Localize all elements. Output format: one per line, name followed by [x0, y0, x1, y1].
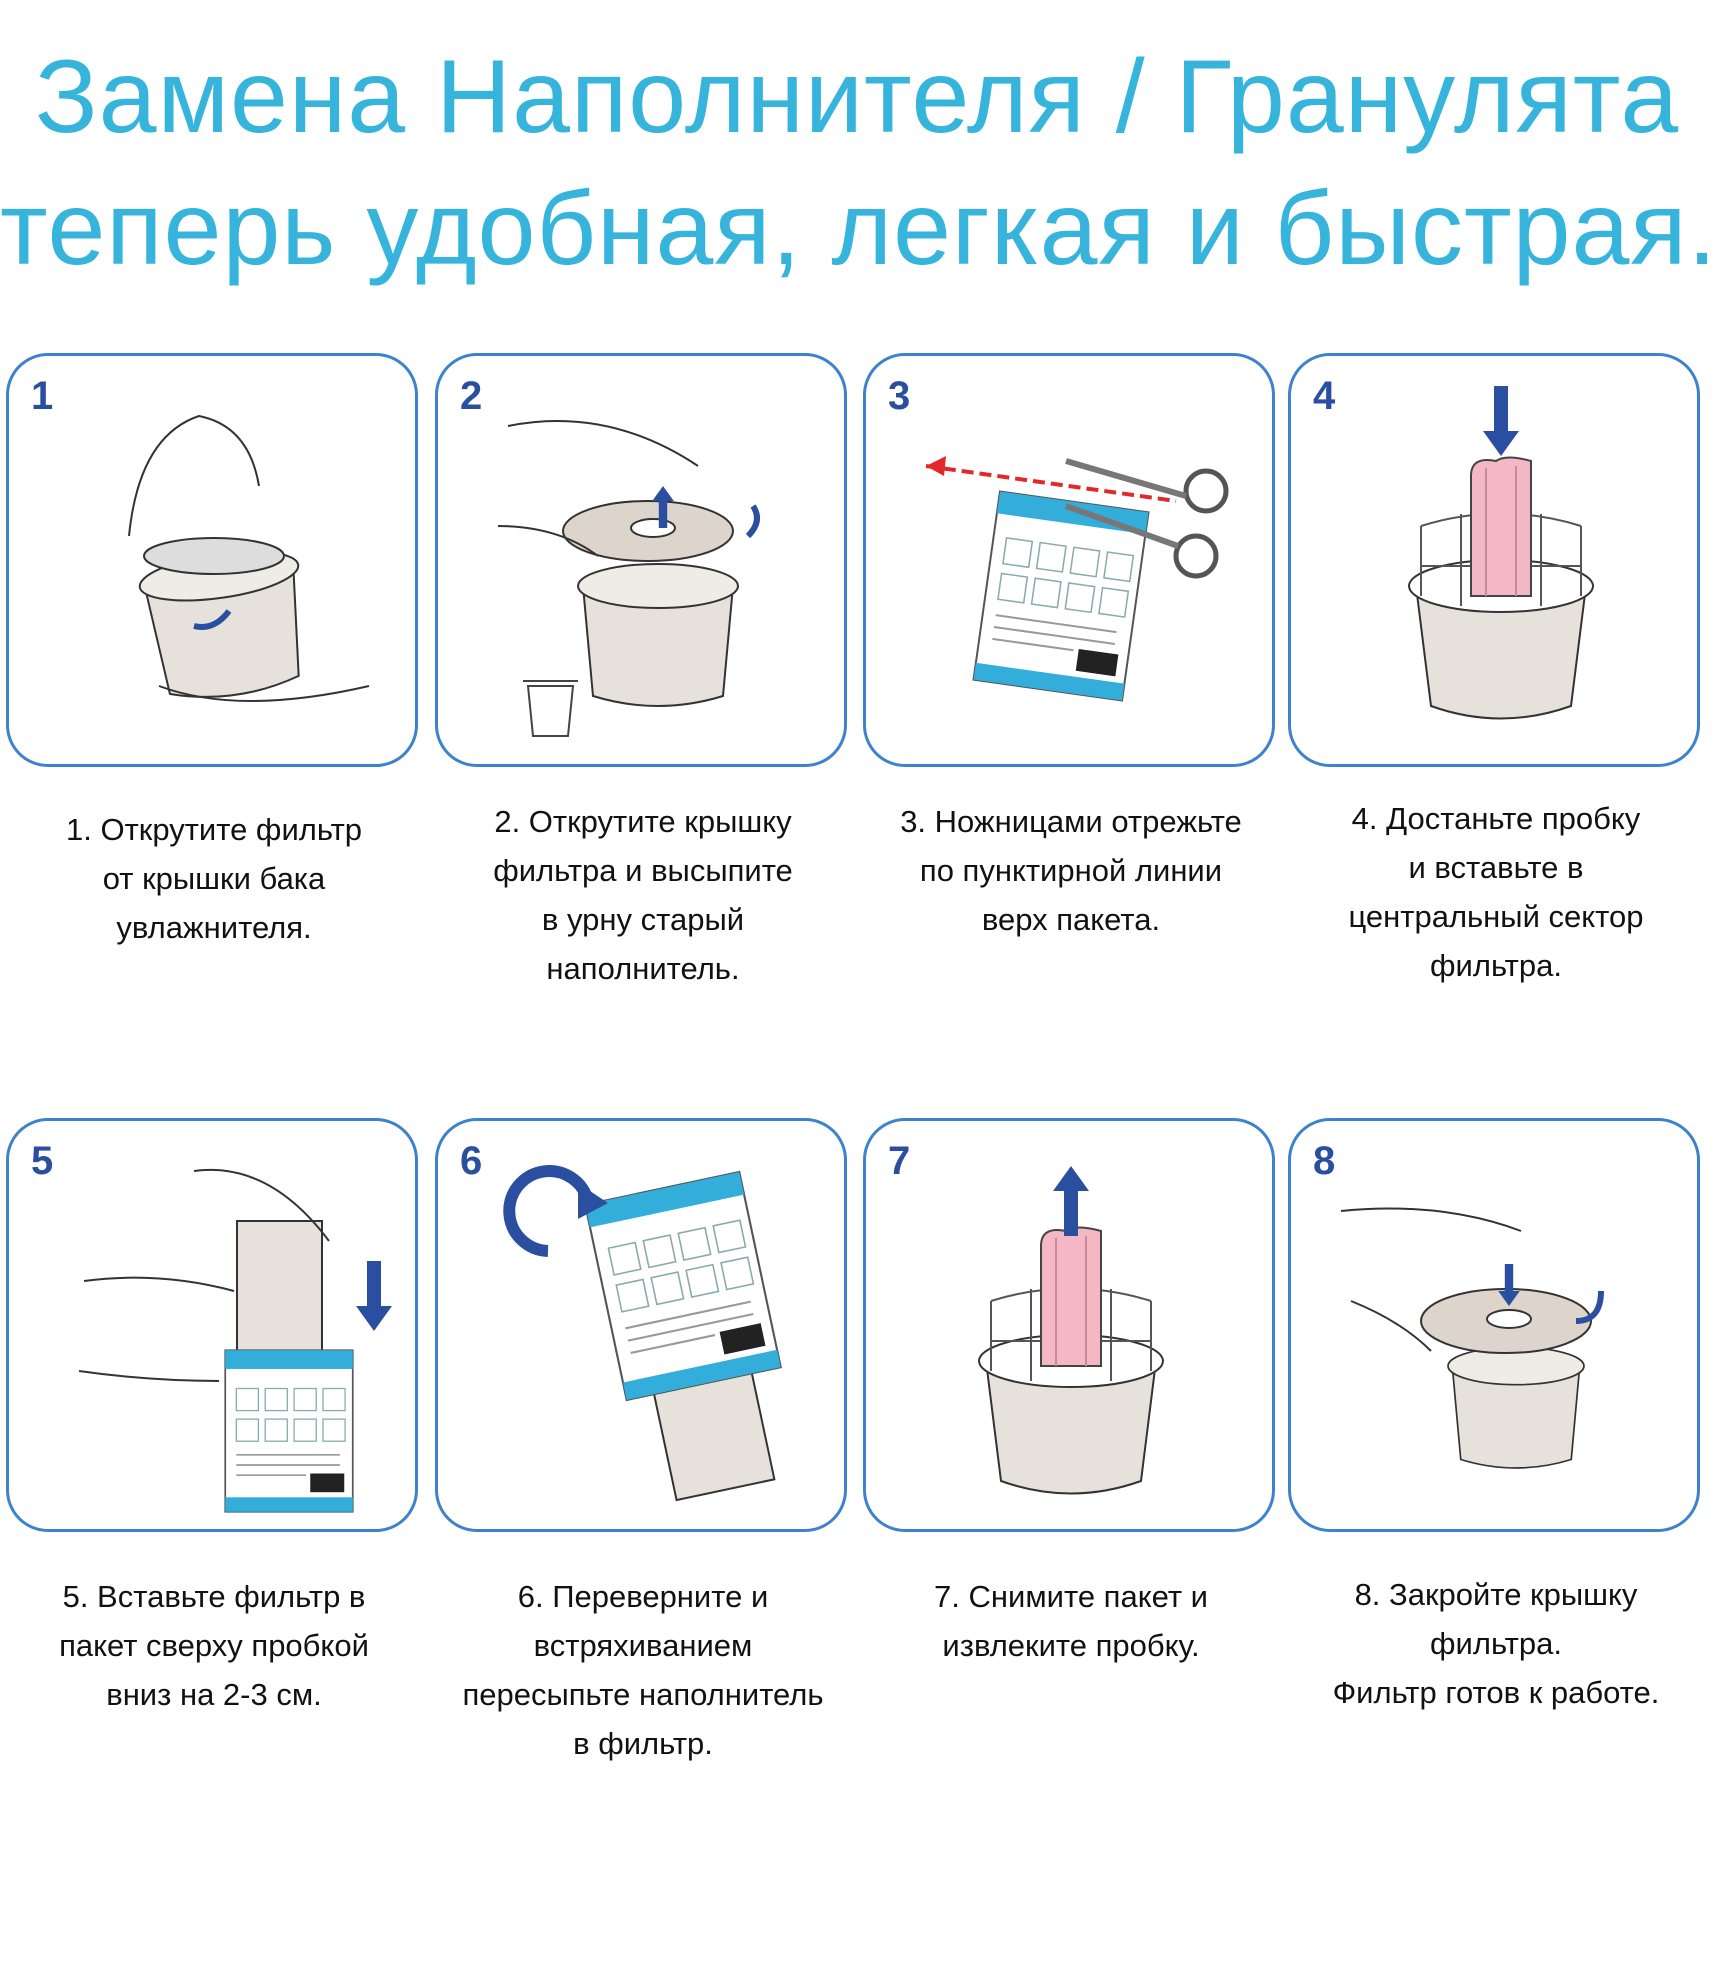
step-6-illustration: 6: [435, 1118, 847, 1532]
caption-line: 2. Открутите крышку: [494, 804, 792, 839]
step-7-illustration: 7: [863, 1118, 1275, 1532]
step-1-illustration: 1: [6, 353, 418, 767]
insert-plug-icon: [1408, 386, 1594, 720]
caption-line: 3. Ножницами отрежьте: [900, 804, 1242, 839]
caption-line: 8. Закройте крышку: [1354, 1577, 1638, 1612]
insert-filter-into-bag-icon: [78, 1168, 392, 1513]
step-5-illustration: 5: [6, 1118, 418, 1532]
caption-line: увлажнителя.: [116, 910, 312, 945]
caption-line: 1. Открутите фильтр: [65, 812, 363, 847]
caption-line: в фильтр.: [573, 1726, 713, 1761]
caption-line: в урну старый: [541, 902, 745, 937]
step-8-caption: 8. Закройте крышку фильтра. Фильтр готов…: [1286, 1570, 1706, 1717]
page-title-line-1: Замена Наполнителя / Гранулята: [34, 39, 1680, 155]
step-3-illustration: 3: [863, 353, 1275, 767]
caption-line: 5. Вставьте фильтр в: [62, 1579, 366, 1614]
caption-line: 7. Снимите пакет и: [934, 1579, 1208, 1614]
step-number: 8: [1313, 1139, 1336, 1183]
page-title-line-2: теперь удобная, легкая и быстрая.: [0, 171, 1714, 287]
caption-line: и вставьте в: [1408, 850, 1584, 885]
caption-line: пересыпьте наполнитель: [462, 1677, 824, 1712]
cut-bag-icon: [925, 456, 1229, 702]
remove-plug-icon: [978, 1166, 1164, 1495]
caption-line: наполнитель.: [546, 951, 740, 986]
step-7-caption: 7. Снимите пакет и извлеките пробку.: [861, 1572, 1281, 1670]
step-number: 4: [1313, 374, 1336, 418]
caption-line: вниз на 2-3 см.: [106, 1677, 322, 1712]
caption-line: центральный сектор: [1348, 899, 1644, 934]
remove-lid-icon: [497, 420, 760, 737]
caption-line: встряхиванием: [533, 1628, 753, 1663]
step-1-caption: 1. Открутите фильтр от крышки бака увлаж…: [4, 805, 424, 952]
caption-line: Фильтр готов к работе.: [1332, 1675, 1660, 1710]
caption-line: фильтра и высыпите: [493, 853, 793, 888]
step-8-illustration: 8: [1288, 1118, 1700, 1532]
close-lid-icon: [1340, 1207, 1604, 1469]
unscrew-filter-icon: [128, 414, 370, 707]
step-number: 1: [31, 374, 54, 418]
caption-line: фильтра.: [1430, 1626, 1562, 1661]
step-number: 7: [888, 1139, 911, 1183]
flip-and-shake-icon: [503, 1165, 782, 1502]
step-2-caption: 2. Открутите крышку фильтра и высыпите в…: [433, 797, 853, 993]
caption-line: извлеките пробку.: [942, 1628, 1200, 1663]
caption-line: 6. Переверните и: [517, 1579, 769, 1614]
step-3-caption: 3. Ножницами отрежьте по пунктирной лини…: [861, 797, 1281, 944]
step-2-illustration: 2: [435, 353, 847, 767]
step-number: 3: [888, 374, 911, 418]
step-4-caption: 4. Достаньте пробку и вставьте в централ…: [1286, 794, 1706, 990]
step-5-caption: 5. Вставьте фильтр в пакет сверху пробко…: [4, 1572, 424, 1719]
caption-line: верх пакета.: [981, 902, 1161, 937]
step-4-illustration: 4: [1288, 353, 1700, 767]
step-number: 6: [460, 1139, 483, 1183]
caption-line: фильтра.: [1430, 948, 1562, 983]
step-6-caption: 6. Переверните и встряхиванием пересыпьт…: [433, 1572, 853, 1768]
step-number: 5: [31, 1139, 54, 1183]
caption-line: 4. Достаньте пробку: [1351, 801, 1641, 836]
step-number: 2: [460, 374, 483, 418]
caption-line: по пунктирной линии: [919, 853, 1223, 888]
caption-line: от крышки бака: [102, 861, 326, 896]
caption-line: пакет сверху пробкой: [59, 1628, 369, 1663]
